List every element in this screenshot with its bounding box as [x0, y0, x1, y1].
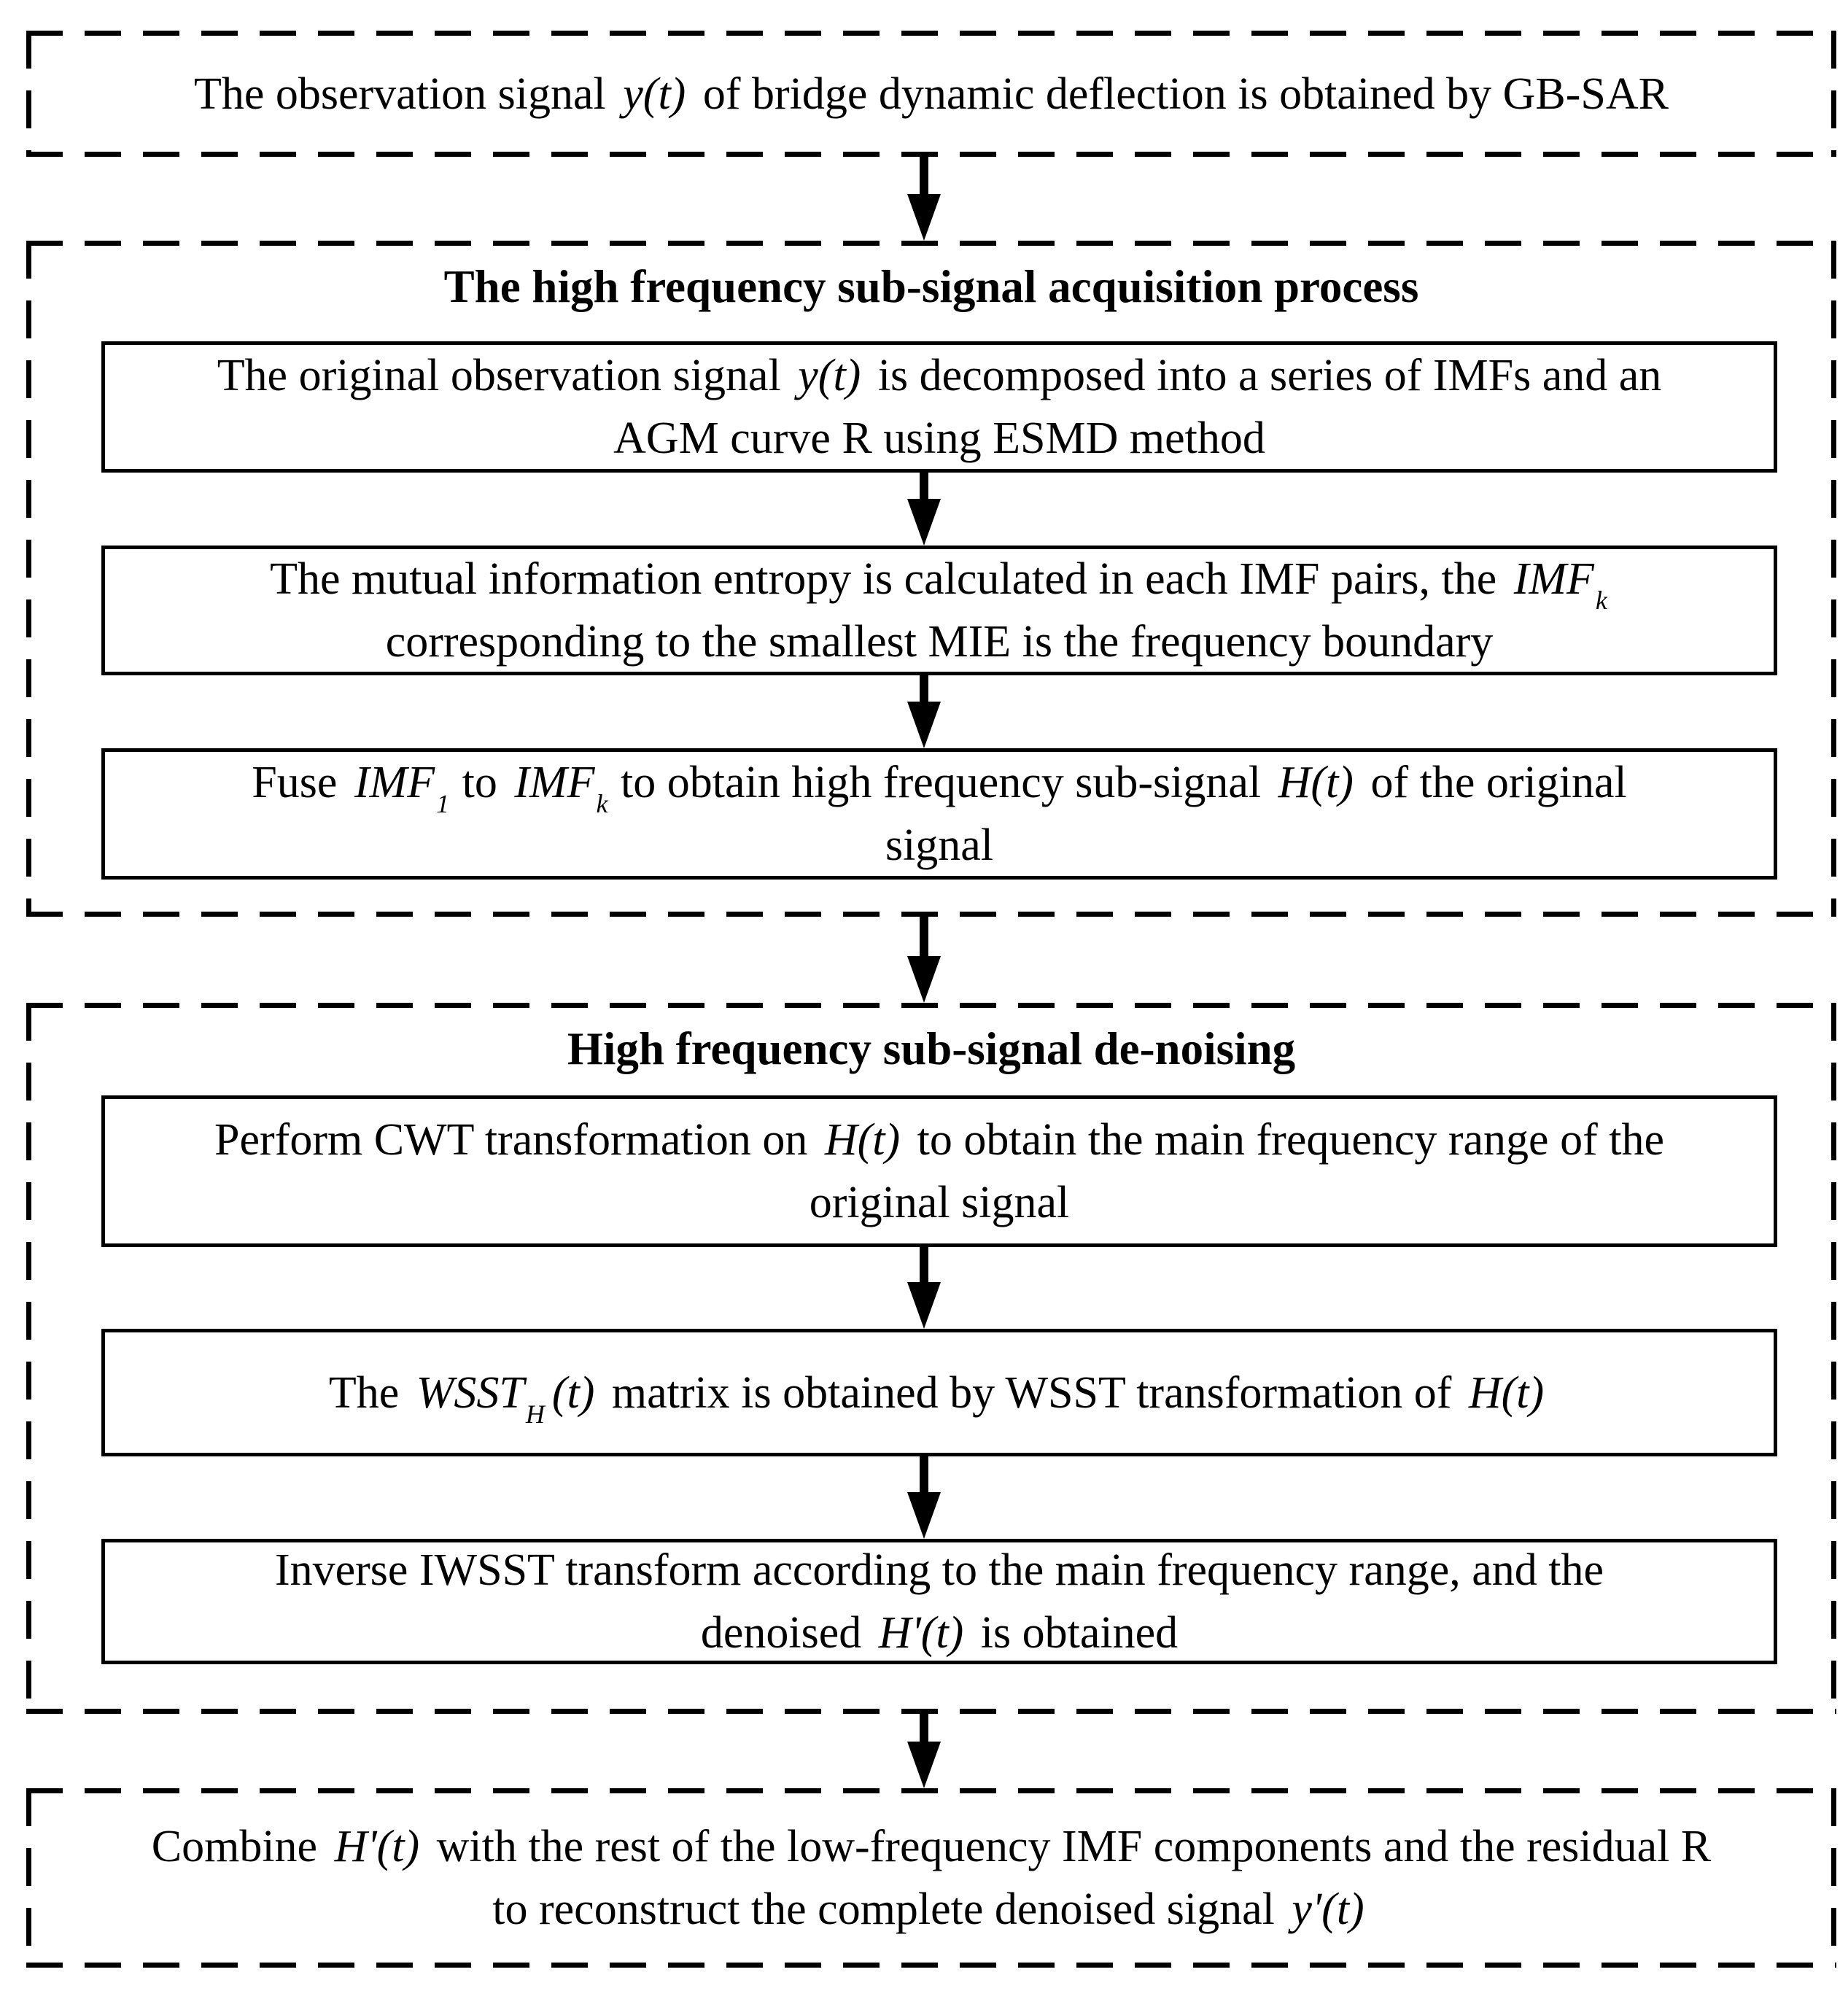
step-text: The WSSTH(t) matrix is obtained by WSST …: [328, 1362, 1550, 1427]
text-segment: Perform CWT transformation on: [214, 1115, 819, 1165]
text-segment: The: [328, 1367, 411, 1418]
step-text: Inverse IWSST transform according to the…: [275, 1539, 1604, 1664]
math-subscript: k: [1595, 586, 1607, 616]
text-segment: to reconstruct the complete denoised sig…: [492, 1885, 1286, 1934]
math-term: (t): [551, 1367, 595, 1418]
math-term: y(t): [798, 351, 861, 400]
section-title-acquisition: The high frequency sub-signal acquisitio…: [443, 261, 1419, 312]
math-term: H(t): [824, 1115, 901, 1165]
text-segment: to: [451, 758, 509, 807]
step-text: Combine H'(t) with the rest of the low-f…: [152, 1815, 1712, 1941]
step-box-observation-signal: The observation signal y(t) of bridge dy…: [26, 31, 1836, 157]
text-segment: of bridge dynamic deflection is obtained…: [691, 69, 1669, 119]
text-line: original signal: [214, 1171, 1664, 1234]
arrow-down-icon: [907, 499, 941, 546]
step-box-esmd-decompose: The original observation signal y(t) is …: [101, 341, 1777, 473]
arrow-down-icon: [907, 1282, 941, 1329]
flow-arrow: [907, 675, 941, 748]
step-text: Perform CWT transformation on H(t) to ob…: [214, 1109, 1664, 1234]
text-line: Combine H'(t) with the rest of the low-f…: [152, 1815, 1712, 1878]
math-term: H'(t): [334, 1822, 420, 1871]
step-box-wsst-matrix: The WSSTH(t) matrix is obtained by WSST …: [101, 1329, 1777, 1456]
text-line: The observation signal y(t) of bridge dy…: [194, 63, 1669, 125]
text-line: denoised H'(t) is obtained: [275, 1602, 1604, 1664]
text-segment: original signal: [809, 1178, 1070, 1227]
step-box-mutual-information-entropy: The mutual information entropy is calcul…: [101, 546, 1777, 675]
arrow-stem: [920, 1247, 928, 1282]
text-segment: The mutual information entropy is calcul…: [270, 554, 1508, 604]
math-term: H'(t): [878, 1608, 964, 1658]
math-subscript: 1: [436, 789, 450, 819]
text-line: Perform CWT transformation on H(t) to ob…: [214, 1109, 1664, 1171]
text-segment: The original observation signal: [217, 351, 793, 400]
arrow-down-icon: [907, 1742, 941, 1788]
flow-arrow: [907, 1456, 941, 1539]
section-acquisition-container: The high frequency sub-signal acquisitio…: [26, 241, 1836, 917]
step-text: The original observation signal y(t) is …: [217, 344, 1662, 470]
math-term: WSST: [416, 1367, 524, 1418]
step-text: The mutual information entropy is calcul…: [270, 548, 1609, 673]
step-text: The observation signal y(t) of bridge dy…: [194, 63, 1669, 125]
text-segment: with the rest of the low-frequency IMF c…: [425, 1822, 1712, 1871]
arrow-stem: [920, 157, 928, 194]
math-term: IMF: [514, 758, 595, 807]
text-segment: is decomposed into a series of IMFs and …: [866, 351, 1662, 400]
section-denoising-container: High frequency sub-signal de-noising Per…: [26, 1003, 1836, 1714]
flow-arrow: [907, 473, 941, 546]
text-line: to reconstruct the complete denoised sig…: [152, 1878, 1712, 1941]
text-line: The WSSTH(t) matrix is obtained by WSST …: [328, 1362, 1550, 1427]
text-segment: Fuse: [252, 758, 349, 807]
math-term: H(t): [1278, 758, 1354, 807]
text-segment: of the original: [1359, 758, 1627, 807]
arrow-stem: [920, 1714, 928, 1742]
math-term: IMF: [1513, 554, 1594, 604]
arrow-stem: [920, 675, 928, 702]
flow-arrow: [907, 917, 941, 1003]
text-segment: is obtained: [969, 1608, 1179, 1658]
arrow-down-icon: [907, 1492, 941, 1539]
step-box-cwt-transform: Perform CWT transformation on H(t) to ob…: [101, 1095, 1777, 1247]
text-segment: matrix is obtained by WSST transformatio…: [600, 1367, 1463, 1418]
arrow-stem: [920, 473, 928, 499]
text-segment: corresponding to the smallest MIE is the…: [385, 617, 1494, 667]
text-segment: to obtain the main frequency range of th…: [906, 1115, 1664, 1165]
text-segment: signal: [885, 820, 994, 870]
arrow-down-icon: [907, 956, 941, 1003]
text-line: The mutual information entropy is calcul…: [270, 548, 1609, 613]
text-segment: AGM curve R using ESMD method: [613, 414, 1265, 463]
math-term: y'(t): [1292, 1885, 1364, 1934]
text-line: Fuse IMF1 to IMFk to obtain high frequen…: [252, 751, 1627, 817]
text-segment: The observation signal: [194, 69, 618, 119]
arrow-stem: [920, 1456, 928, 1492]
text-line: corresponding to the smallest MIE is the…: [270, 610, 1609, 673]
flow-arrow: [907, 157, 941, 241]
arrow-stem: [920, 917, 928, 956]
text-line: signal: [252, 814, 1626, 877]
step-box-inverse-iwsst: Inverse IWSST transform according to the…: [101, 1539, 1777, 1664]
flow-arrow: [907, 1247, 941, 1329]
text-segment: denoised: [700, 1608, 873, 1658]
flow-arrow: [907, 1714, 941, 1788]
math-term: IMF: [354, 758, 435, 807]
text-segment: Inverse IWSST transform according to the…: [274, 1545, 1604, 1595]
step-text: Fuse IMF1 to IMFk to obtain high frequen…: [252, 751, 1626, 877]
text-line: The original observation signal y(t) is …: [217, 344, 1662, 407]
arrow-down-icon: [907, 194, 941, 241]
text-line: Inverse IWSST transform according to the…: [275, 1539, 1604, 1602]
math-term: y(t): [623, 69, 686, 119]
text-segment: to obtain high frequency sub-signal: [609, 758, 1273, 807]
section-title-denoising: High frequency sub-signal de-noising: [567, 1023, 1296, 1074]
arrow-down-icon: [907, 702, 941, 748]
step-box-fuse-imf: Fuse IMF1 to IMFk to obtain high frequen…: [101, 748, 1777, 880]
math-term: H(t): [1468, 1367, 1545, 1418]
math-subscript: H: [525, 1399, 545, 1429]
text-segment: Combine: [151, 1822, 329, 1871]
text-line: AGM curve R using ESMD method: [217, 407, 1662, 470]
step-box-reconstruct-signal: Combine H'(t) with the rest of the low-f…: [26, 1788, 1836, 1968]
math-subscript: k: [596, 789, 608, 819]
